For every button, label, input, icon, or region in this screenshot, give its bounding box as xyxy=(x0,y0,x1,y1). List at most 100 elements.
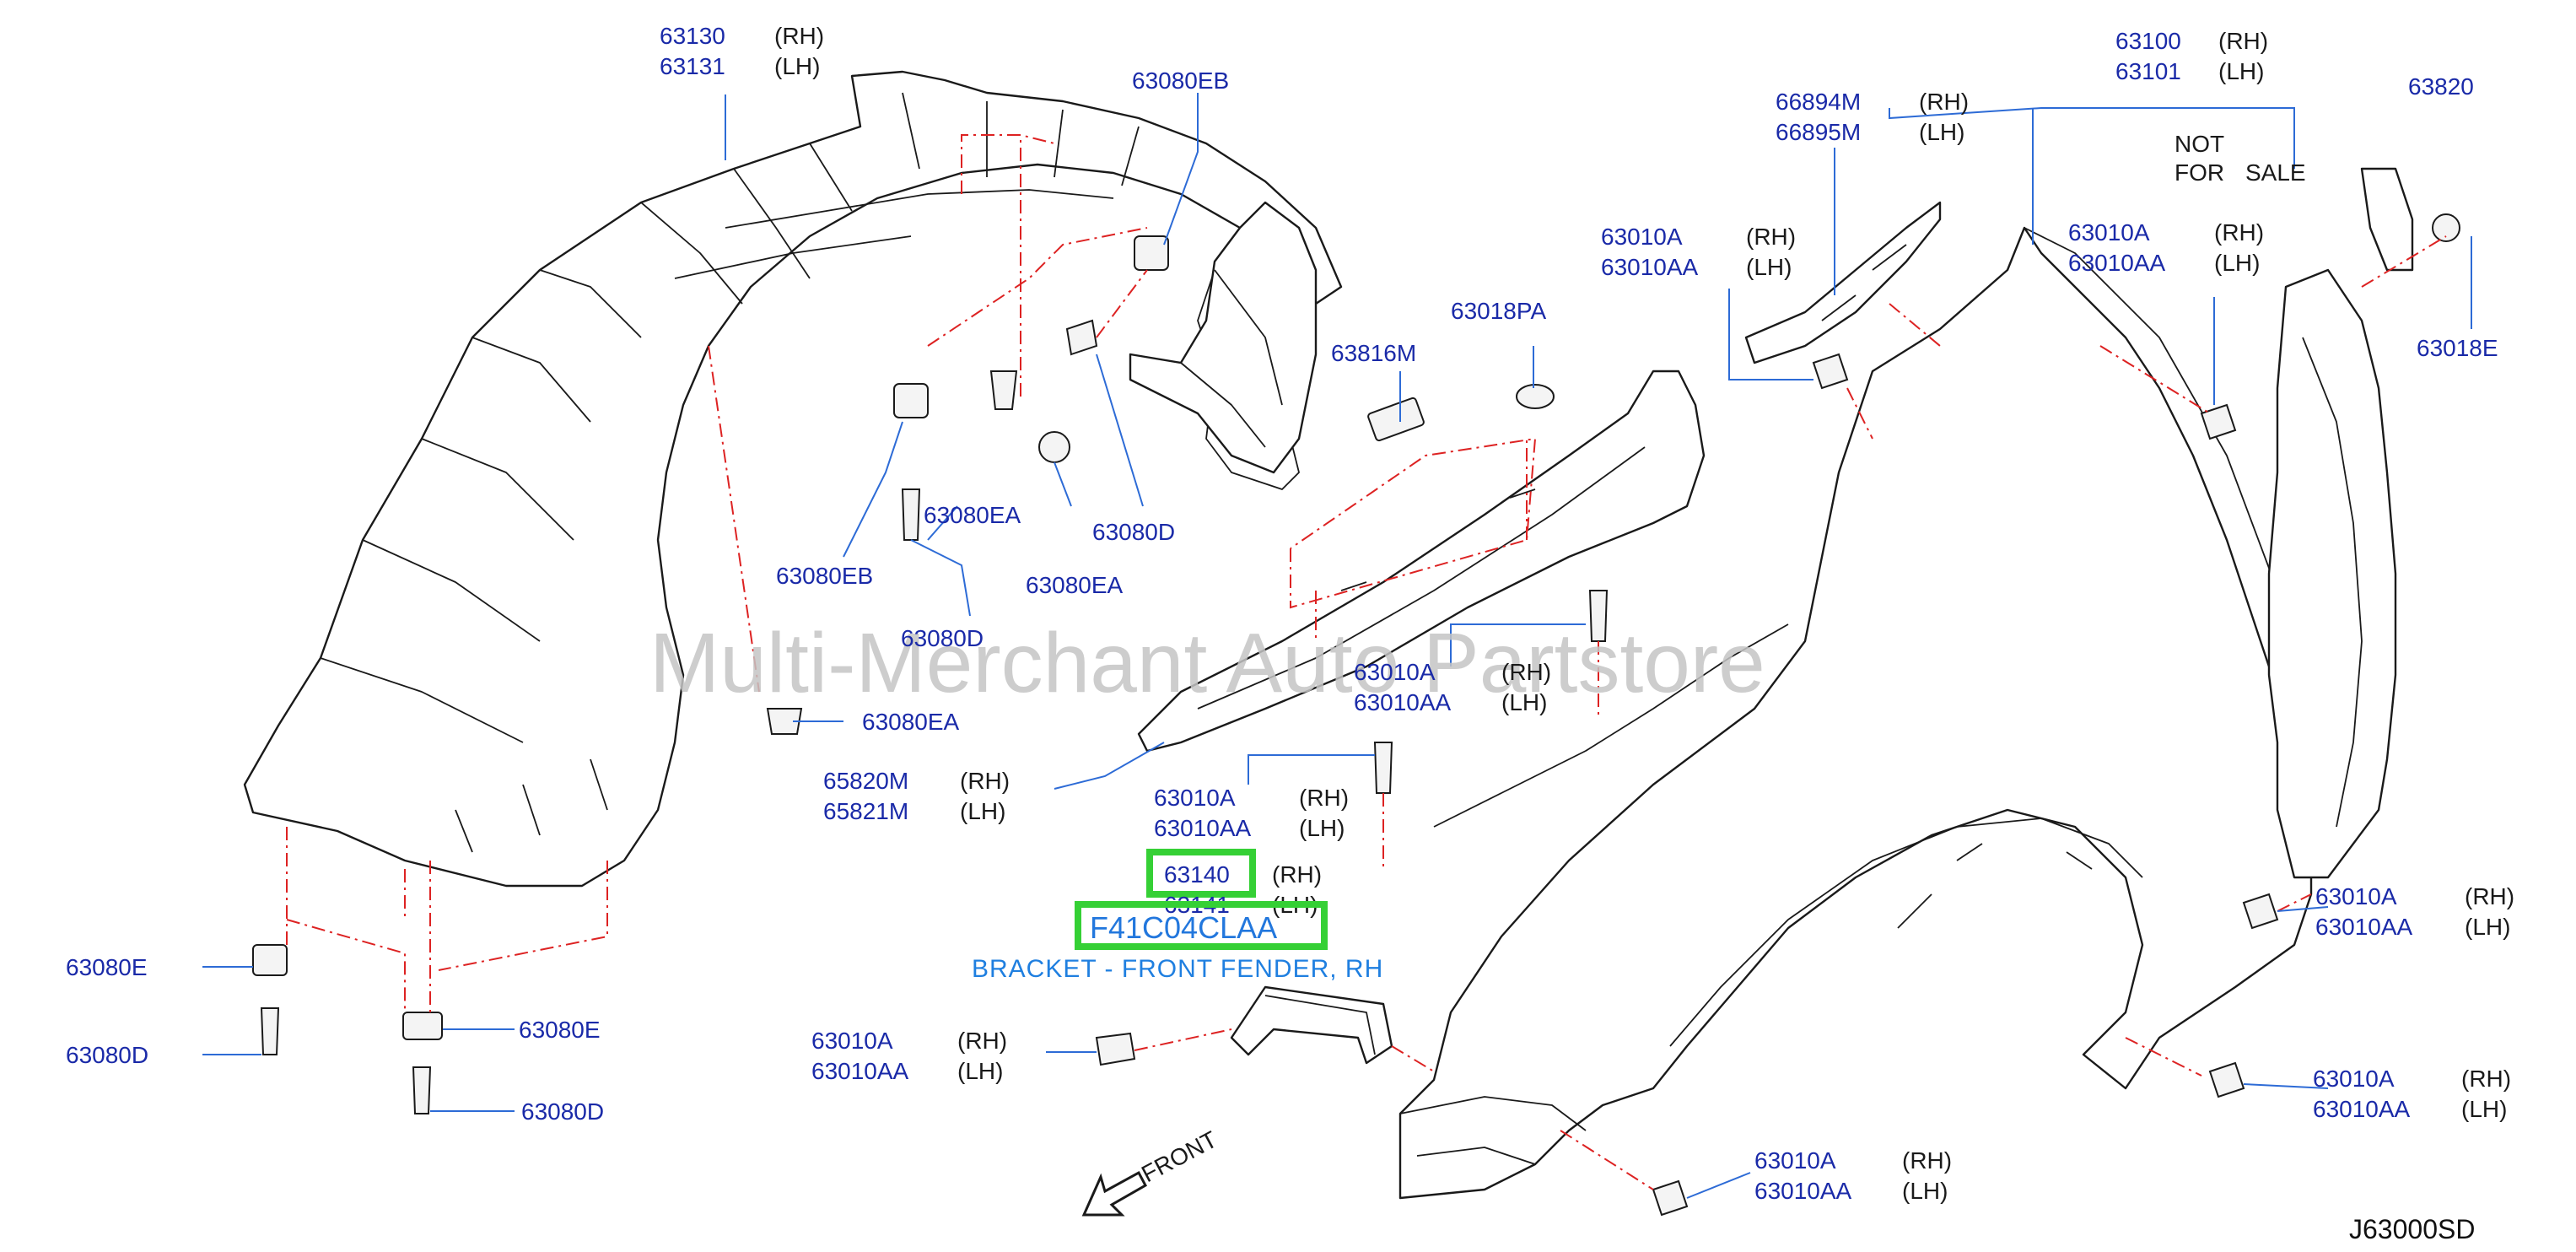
callout-rh-side: (RH) xyxy=(960,768,1010,794)
moulding[interactable] xyxy=(1744,201,1942,364)
callout-lh-side: (LH) xyxy=(2465,914,2510,940)
callout-63080d-mid[interactable]: 63080D xyxy=(901,625,984,651)
callout-lh-number[interactable]: 63010AA xyxy=(811,1058,909,1084)
callout-rh-number[interactable]: 63010A xyxy=(1601,224,1683,250)
callout-lh-number[interactable]: 63010AA xyxy=(2068,250,2166,276)
fender-seal[interactable] xyxy=(1137,370,1706,753)
callout-rh-number[interactable]: 63010A xyxy=(1154,785,1236,811)
callout-rh-number[interactable]: 63130 xyxy=(660,23,725,49)
callout-rh-number[interactable]: 63010A xyxy=(2315,883,2397,909)
clip-63080ea-upper-icon[interactable] xyxy=(989,370,1018,410)
bolt-63010a-f-icon[interactable] xyxy=(2242,893,2279,930)
callout-63010a-mid-lower[interactable]: 63010A (RH) 63010AA (LH) xyxy=(1154,785,1349,841)
callout-63080eb-upper[interactable]: 63080EB xyxy=(1132,67,1229,94)
fender-liner[interactable] xyxy=(243,70,1343,888)
clip-63080e-right-icon[interactable] xyxy=(402,1012,443,1040)
callout-lh-number[interactable]: 63010AA xyxy=(1354,689,1452,715)
callout-lh-side: (LH) xyxy=(2214,250,2260,276)
callout-63080ea-lower[interactable]: 63080EA xyxy=(862,709,960,735)
callout-lh-number[interactable]: 63010AA xyxy=(1601,254,1699,280)
grommet-63080ea-icon[interactable] xyxy=(1038,431,1070,463)
callout-63140[interactable]: 63140 (RH) 63141 (LH) xyxy=(1146,849,1322,918)
callout-63010a-right-lower[interactable]: 63010A (RH) 63010AA (LH) xyxy=(2313,1066,2511,1122)
fender-bracket-63140[interactable] xyxy=(1230,985,1393,1065)
callout-lh-number[interactable]: 63010AA xyxy=(1154,815,1252,841)
callout-rh-number[interactable]: 63010A xyxy=(1754,1147,1836,1174)
callout-rh-side: (RH) xyxy=(1272,861,1322,888)
front-label: FRONT xyxy=(1137,1126,1221,1188)
screw-63080d-mid-icon[interactable] xyxy=(901,488,921,541)
bolt-63010a-a-icon[interactable] xyxy=(1812,353,1849,390)
seal-63816m-icon[interactable] xyxy=(1367,397,1425,442)
callout-63010a-bracket[interactable]: 63010A (RH) 63010AA (LH) xyxy=(811,1028,1007,1084)
callout-lh-number[interactable]: 63010AA xyxy=(2315,914,2413,940)
plug-63018pa-icon[interactable] xyxy=(1516,384,1555,409)
callout-rh-side: (RH) xyxy=(1919,89,1969,115)
bolt-63010a-g-icon[interactable] xyxy=(2208,1061,2245,1098)
bolt-63010a-d-icon[interactable] xyxy=(1373,742,1393,794)
callout-63010a-mid-upper[interactable]: 63010A (RH) 63010AA (LH) xyxy=(1354,659,1551,715)
callout-63018pa[interactable]: 63018PA xyxy=(1451,298,1546,324)
rear-fender-panel[interactable] xyxy=(2267,167,2460,879)
callout-lh-number[interactable]: 63131 xyxy=(660,53,725,79)
splash-shield[interactable] xyxy=(1129,201,1318,474)
clip-63080eb-lower-icon[interactable] xyxy=(893,383,929,418)
callout-63080d-upper[interactable]: 63080D xyxy=(1092,519,1175,545)
callout-63080d-left[interactable]: 63080D xyxy=(66,1042,148,1068)
callout-63010a-right-upper[interactable]: 63010A (RH) 63010AA (LH) xyxy=(2315,883,2514,940)
clip-63080e-left-icon[interactable] xyxy=(252,944,288,976)
callout-lh-side: (LH) xyxy=(1919,119,1964,145)
screw-63080d-upper-icon[interactable] xyxy=(1065,319,1098,356)
callout-63080d-right[interactable]: 63080D xyxy=(521,1098,604,1125)
clip-63018e-icon[interactable] xyxy=(2432,213,2460,242)
callout-63080ea-upper[interactable]: 63080EA xyxy=(924,502,1021,528)
oem-code[interactable]: F41C04CLAA xyxy=(1090,910,1277,945)
callout-65820m[interactable]: 65820M (RH) 65821M (LH) xyxy=(823,768,1010,824)
callout-63100[interactable]: 63100 (RH) 63101 (LH) xyxy=(2115,28,2268,84)
callout-63010a-top-left[interactable]: 63010A (RH) 63010AA (LH) xyxy=(1601,224,1796,280)
callout-lh-number[interactable]: 66895M xyxy=(1776,119,1861,145)
callout-rh-number[interactable]: 63010A xyxy=(811,1028,893,1054)
callout-63010a-bottom[interactable]: 63010A (RH) 63010AA (LH) xyxy=(1754,1147,1952,1204)
callout-lh-number[interactable]: 65821M xyxy=(823,798,908,824)
callout-66894m[interactable]: 66894M (RH) 66895M (LH) xyxy=(1776,89,1969,145)
seal-63820-icon[interactable] xyxy=(2360,167,2414,272)
callout-rh-number[interactable]: 65820M xyxy=(823,768,908,794)
callout-lh-number[interactable]: 63010AA xyxy=(1754,1178,1852,1204)
bolt-63010a-c-icon[interactable] xyxy=(1588,590,1609,642)
callout-63820[interactable]: 63820 xyxy=(2408,73,2474,100)
callout-63080ea-mid[interactable]: 63080EA xyxy=(1026,572,1124,598)
diagram-code: J63000SD xyxy=(2349,1214,2475,1244)
bolt-63010a-h-icon[interactable] xyxy=(1652,1179,1689,1217)
callout-rh-number[interactable]: 63010A xyxy=(2068,219,2150,246)
callout-63080e-right[interactable]: 63080E xyxy=(519,1017,601,1043)
not-for-sale-line3: SALE xyxy=(2245,159,2306,186)
bolt-63010a-b-icon[interactable] xyxy=(2200,403,2237,440)
bolt-63010a-e-icon[interactable] xyxy=(1095,1032,1136,1066)
callout-lh-side: (LH) xyxy=(1902,1178,1948,1204)
screw-63080d-left-icon[interactable] xyxy=(260,1007,280,1055)
callout-63010a-top-right[interactable]: 63010A (RH) 63010AA (LH) xyxy=(2068,219,2264,276)
callout-63080e-left[interactable]: 63080E xyxy=(66,954,148,980)
callout-lh-side: (LH) xyxy=(957,1058,1003,1084)
callout-lh-number[interactable]: 63010AA xyxy=(2313,1096,2411,1122)
callout-rh-number[interactable]: 63100 xyxy=(2115,28,2181,54)
callout-63130[interactable]: 63130 (RH) 63131 (LH) xyxy=(660,23,824,79)
callout-rh-side: (RH) xyxy=(1501,659,1551,685)
callout-63018e[interactable]: 63018E xyxy=(2417,335,2498,361)
clip-63080eb-upper-icon[interactable] xyxy=(1134,235,1169,271)
callout-rh-side: (RH) xyxy=(2465,883,2514,909)
callout-63816m[interactable]: 63816M xyxy=(1331,340,1416,366)
callout-rh-number[interactable]: 63010A xyxy=(1354,659,1436,685)
screw-63080d-right-icon[interactable] xyxy=(412,1066,432,1114)
callout-63080eb-lower[interactable]: 63080EB xyxy=(776,563,873,589)
selected-part-info[interactable]: F41C04CLAA BRACKET - FRONT FENDER, RH xyxy=(972,901,1383,983)
callout-lh-side: (LH) xyxy=(2218,58,2264,84)
clip-63080ea-lower-icon[interactable] xyxy=(766,708,803,735)
callout-lh-number[interactable]: 63101 xyxy=(2115,58,2181,84)
selected-part-highlight xyxy=(1146,849,1256,898)
callout-rh-number[interactable]: 66894M xyxy=(1776,89,1861,115)
callout-rh-number[interactable]: 63010A xyxy=(2313,1066,2395,1092)
callout-rh-number[interactable]: 63140 xyxy=(1164,861,1230,888)
